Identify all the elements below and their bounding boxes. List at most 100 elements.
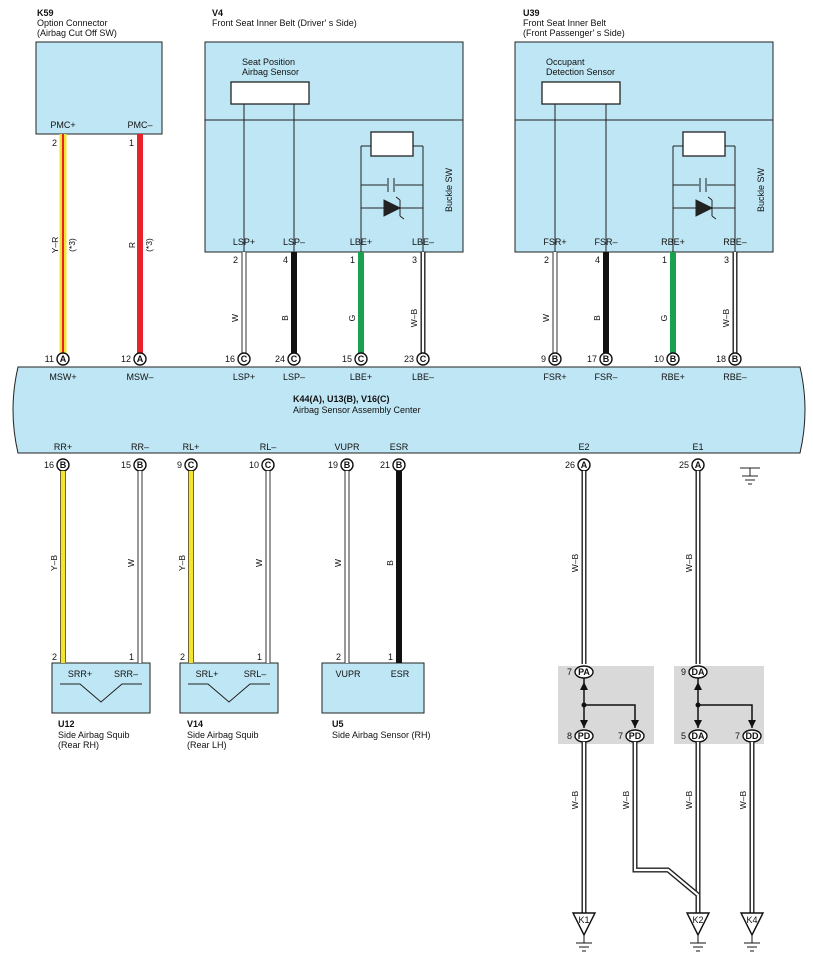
pin-num-pmcp: 2 [52, 138, 57, 148]
ecu-bot-label-e1: E1 [692, 442, 703, 452]
connector-bot-esr-letter: B [396, 460, 403, 470]
junction-pa-in-letter: PA [578, 667, 590, 677]
u12-title: Side Airbag Squib [58, 730, 130, 740]
ecu-label-rbem: RBE– [723, 372, 747, 382]
ecu-bot-label-vupr: VUPR [334, 442, 360, 452]
pin-num-lspm: 4 [283, 255, 288, 265]
v4-component: V4 Front Seat Inner Belt (Driver' s Side… [204, 8, 464, 253]
wire-color-pmcp: Y–R [50, 237, 60, 254]
u12-box [51, 662, 151, 714]
pin-label-lspp: LSP+ [233, 237, 255, 247]
pin-num-fsrp: 2 [544, 255, 549, 265]
wire-color-lbem: W–B [409, 308, 419, 327]
wire-color-e1: W–B [684, 553, 694, 572]
pin-num-rbem: 3 [724, 255, 729, 265]
u5-code: U5 [332, 719, 344, 729]
u12-subtitle: (Rear RH) [58, 740, 99, 750]
comp-pin-rlm: 1 [257, 652, 262, 662]
wire-color-pmcm: R [127, 242, 137, 248]
comp-label-rrp: SRR+ [68, 669, 92, 679]
wire-g3 [632, 742, 700, 897]
ecu-label-lbem: LBE– [412, 372, 434, 382]
pin-label-lbep: LBE+ [350, 237, 372, 247]
ecu-bot-label-rlm: RL– [260, 442, 277, 452]
k59-code: K59 [37, 8, 54, 18]
v4-sensor-label1: Seat Position [242, 57, 295, 67]
conn-bot-pin-rrm: 15 [121, 460, 131, 470]
v4-sensor-label2: Airbag Sensor [242, 67, 299, 77]
connector-rbep [666, 352, 680, 366]
v14-title: Side Airbag Squib [187, 730, 259, 740]
conn-bot-pin-rlp: 9 [177, 460, 182, 470]
u12-code: U12 [58, 719, 75, 729]
connector-bot-rrm-letter: B [137, 460, 144, 470]
conn-pin-lspm: 24 [275, 354, 285, 364]
pin-num-pmcm: 1 [129, 138, 134, 148]
wire-color-rlm: W [254, 559, 264, 567]
connector-lspm [287, 352, 301, 366]
ground-wire-color-g3: W–B [621, 790, 631, 809]
pin-num-lspp: 2 [233, 255, 238, 265]
wire-color-lspm: B [280, 315, 290, 321]
ecu-label-rbep: RBE+ [661, 372, 685, 382]
v4-box [204, 41, 464, 253]
k59-subtitle: (Airbag Cut Off SW) [37, 28, 117, 38]
ecu-label-lspm: LSP– [283, 372, 305, 382]
u39-code: U39 [523, 8, 540, 18]
ecu-label-pmcm: MSW– [127, 372, 154, 382]
airbag-center-box [12, 366, 806, 454]
junction-pa-out2-pin: 7 [618, 731, 623, 741]
conn-pin-lspp: 16 [225, 354, 235, 364]
wire-color-fsrp: W [541, 314, 551, 322]
junction-pa-out1-letter: PD [578, 731, 591, 741]
connector-bot-rlp-letter: C [188, 460, 195, 470]
connector-lbem-letter: C [420, 354, 427, 364]
conn-pin-fsrp: 9 [541, 354, 546, 364]
wire-color-rrp: Y–B [49, 555, 59, 571]
pin-label-rbep: RBE+ [661, 237, 685, 247]
ecu-label-fsrm: FSR– [594, 372, 617, 382]
connector-lspm-letter: C [291, 354, 298, 364]
pin-label-fsrp: FSR+ [543, 237, 566, 247]
comp-label-vupr: VUPR [335, 669, 361, 679]
conn-pin-rbem: 18 [716, 354, 726, 364]
u5-box [321, 662, 425, 714]
comp-label-rrm: SRR– [114, 669, 138, 679]
pin-num-fsrm: 4 [595, 255, 600, 265]
connector-pmcp-letter: A [60, 354, 67, 364]
pin-label-lspm: LSP– [283, 237, 305, 247]
ecu-label-fsrp: FSR+ [543, 372, 566, 382]
connector-rbem [728, 352, 742, 366]
comp-pin-rlp: 2 [180, 652, 185, 662]
wire-note-pmcm: (*3) [144, 238, 154, 252]
center-name: Airbag Sensor Assembly Center [293, 405, 421, 415]
connector-rbem-letter: B [732, 354, 739, 364]
connector-pmcm-letter: A [137, 354, 144, 364]
wire-color-fsrm: B [592, 315, 602, 321]
wire-color-rrm: W [126, 559, 136, 567]
u39-box [514, 41, 774, 253]
center-code: K44(A), U13(B), V16(C) [293, 394, 390, 404]
conn-bot-pin-vupr: 19 [328, 460, 338, 470]
k59-component: K59 Option Connector (Airbag Cut Off SW) [35, 8, 163, 135]
junction-da-in-pin: 9 [681, 667, 686, 677]
u5-title: Side Airbag Sensor (RH) [332, 730, 431, 740]
junction-da-in-letter: DA [692, 667, 705, 677]
v4-title: Front Seat Inner Belt (Driver' s Side) [212, 18, 357, 28]
connector-lspp-letter: C [241, 354, 248, 364]
connector-fsrp-letter: B [552, 354, 559, 364]
v14-subtitle: (Rear LH) [187, 740, 227, 750]
ecu-bot-label-rrm: RR– [131, 442, 149, 452]
u39-sensor-label1: Occupant [546, 57, 585, 67]
pin-num-lbem: 3 [412, 255, 417, 265]
conn-pin-lbem: 23 [404, 354, 414, 364]
center-ground-symbol [740, 467, 760, 485]
ecu-label-pmcp: MSW+ [49, 372, 76, 382]
conn-pin-fsrm: 17 [587, 354, 597, 364]
wire-color-vupr: W [333, 559, 343, 567]
k59-title: Option Connector [37, 18, 108, 28]
junction-da-out1-letter: DA [692, 731, 705, 741]
u39-component: U39 Front Seat Inner Belt (Front Passeng… [514, 8, 774, 253]
connector-lbem [416, 352, 430, 366]
ground-wire-color-g1: W–B [570, 790, 580, 809]
